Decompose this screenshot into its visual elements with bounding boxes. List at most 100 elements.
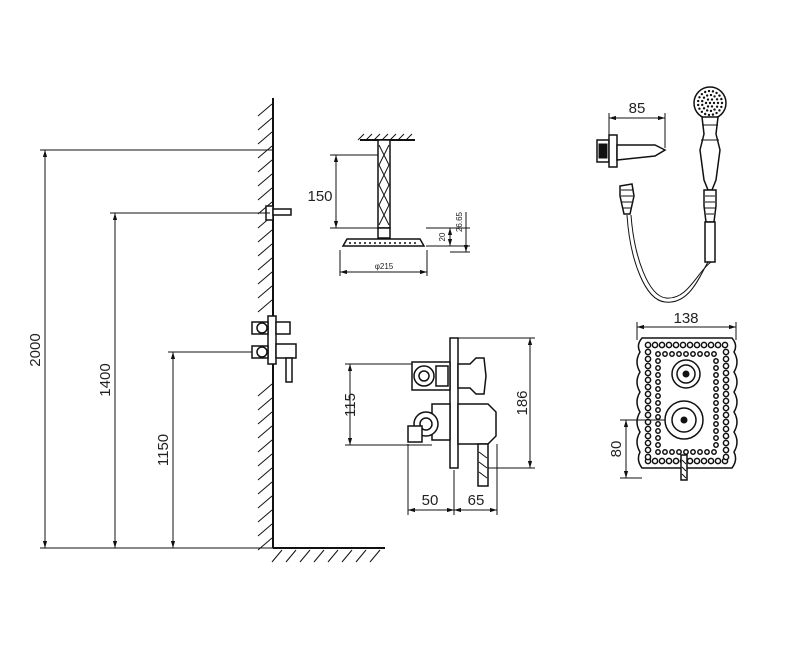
wall-hatch-line [257, 103, 273, 117]
handshower-dimensions [608, 113, 666, 148]
spray-nozzle [374, 242, 376, 244]
hand-spray-nozzle [705, 109, 709, 112]
bead [655, 358, 661, 364]
ceiling-hatch-line [357, 133, 365, 141]
bead [655, 393, 661, 399]
wall-hatch-line [257, 523, 273, 537]
hand-spray-nozzle [709, 109, 713, 113]
bead [665, 457, 673, 465]
floor-hatch-line [327, 549, 339, 563]
dim-plate-20: 20 [438, 232, 447, 241]
spray-nozzle [409, 242, 411, 244]
wall-hatch-line [257, 481, 273, 495]
bead [722, 369, 730, 377]
bead [655, 400, 661, 406]
bead [644, 418, 652, 426]
hand-spray-nozzle [696, 103, 700, 107]
bead [722, 453, 730, 461]
hand-spray-nozzle [698, 96, 701, 99]
bead [676, 449, 682, 455]
bead [644, 390, 652, 398]
dim-mixer-186: 186 [514, 390, 531, 415]
bead [713, 365, 719, 371]
hand-spray-nozzle [702, 96, 706, 99]
bead [655, 379, 661, 385]
bead [693, 341, 701, 349]
bead [679, 341, 687, 349]
bead [644, 369, 652, 377]
hand-spray-nozzle [701, 99, 704, 103]
wall-hatch-line [257, 397, 273, 411]
dim-faceplate-138: 138 [673, 310, 698, 327]
hand-spray-nozzle [706, 98, 710, 101]
bead [722, 425, 730, 433]
bead [672, 457, 680, 465]
bead [700, 457, 708, 465]
spray-nozzle [399, 242, 401, 244]
ceiling-hatch-line [397, 133, 405, 141]
dim-2000: 2000 [27, 333, 44, 366]
bead [713, 414, 719, 420]
wall-hatch-line [257, 173, 273, 187]
bead [644, 432, 652, 440]
hand-spray-nozzle [707, 89, 711, 93]
bead [655, 428, 661, 434]
wall-hatch-line [257, 285, 273, 299]
bead [722, 397, 730, 405]
bead [722, 355, 730, 363]
bead [665, 341, 673, 349]
bead [722, 348, 730, 356]
hand-spray-nozzle [696, 99, 700, 103]
spray-nozzle [389, 242, 391, 244]
bead [655, 407, 661, 413]
bead [713, 442, 719, 448]
bead [651, 457, 659, 465]
height-dimensions [40, 149, 273, 549]
dim-1400: 1400 [97, 363, 114, 396]
wall-hatch-line [257, 117, 273, 131]
dim-mixer-115: 115 [342, 393, 359, 417]
hand-spray-nozzle [716, 101, 720, 105]
ceiling-hatch-line [365, 133, 373, 141]
ceiling-hatch-line [389, 133, 397, 141]
wall-hatch-line [257, 257, 273, 271]
hand-spray-nozzle [718, 109, 721, 112]
bead [655, 386, 661, 392]
hand-shower-set [596, 86, 727, 303]
wall-hatch-line [257, 229, 273, 243]
hand-spray-nozzle [705, 94, 709, 97]
hand-spray-nozzle [720, 105, 723, 109]
spray-nozzle [404, 242, 406, 244]
dim-diameter-215: φ215 [375, 262, 394, 271]
hand-spray-nozzle [708, 101, 712, 105]
bead [686, 341, 694, 349]
bead [690, 351, 696, 357]
spray-nozzle [364, 242, 366, 244]
wall-hatch-line [257, 145, 273, 159]
bead [707, 341, 715, 349]
spray-nozzle [354, 242, 356, 244]
hand-spray-nozzle [702, 107, 706, 110]
bead [669, 351, 675, 357]
bead [713, 400, 719, 406]
wall-hatch-line [257, 453, 273, 467]
bead [707, 457, 715, 465]
bead [693, 457, 701, 465]
bead [655, 351, 661, 357]
bead [644, 376, 652, 384]
bead [644, 411, 652, 419]
dim-faceplate-80: 80 [608, 441, 625, 458]
bead [714, 457, 722, 465]
bead [704, 449, 710, 455]
wall-hatch-line [257, 131, 273, 145]
bead [683, 449, 689, 455]
hand-spray-nozzle [700, 110, 704, 114]
ceiling-hatch-line [381, 133, 389, 141]
mixer-side-detail [407, 337, 497, 487]
hand-spray-nozzle [715, 105, 719, 108]
bead [686, 457, 694, 465]
spray-nozzle [414, 242, 416, 244]
wall-hatch-line [257, 201, 273, 215]
spray-nozzle [349, 242, 351, 244]
